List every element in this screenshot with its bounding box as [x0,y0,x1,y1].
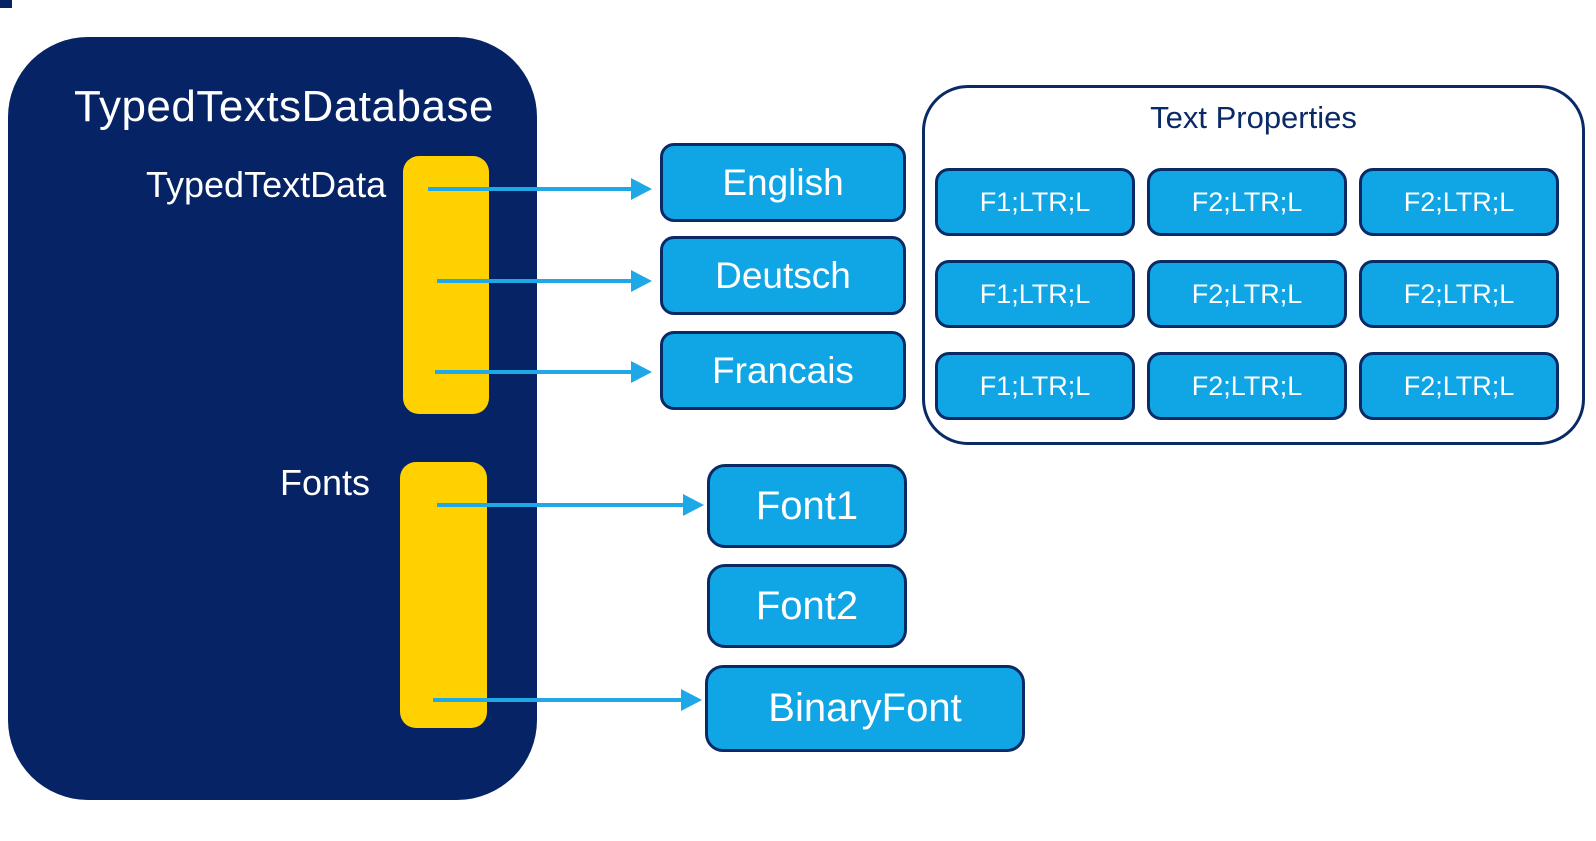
property-cell: F1;LTR;L [935,352,1135,420]
font-box-font1: Font1 [707,464,907,548]
arrow-line [437,279,631,283]
text-properties-title: Text Properties [1150,100,1357,135]
language-box-francais: Francais [660,331,906,410]
property-cell: F2;LTR;L [1359,168,1559,236]
property-cell: F2;LTR;L [1147,168,1347,236]
fonts-bar [400,462,487,728]
arrow-line [437,503,683,507]
property-cell: F2;LTR;L [1147,352,1347,420]
property-cell: F1;LTR;L [935,168,1135,236]
font-box-font2: Font2 [707,564,907,648]
arrow-line [428,187,631,191]
arrow-head-icon [631,270,652,292]
database-title: TypedTextsDatabase [74,82,494,131]
corner-artifact [0,0,12,8]
arrow-line [435,370,631,374]
property-cell: F2;LTR;L [1147,260,1347,328]
property-cell: F1;LTR;L [935,260,1135,328]
arrow-line [433,698,681,702]
arrow-head-icon [683,494,704,516]
typed-text-data-label: TypedTextData [146,164,387,205]
text-properties-panel: Text Properties F1;LTR;L F2;LTR;L F2;LTR… [922,85,1585,445]
fonts-label: Fonts [280,462,371,503]
font-box-binaryfont: BinaryFont [705,665,1025,752]
typed-texts-database-container: TypedTextsDatabase TypedTextData Fonts [8,37,537,800]
arrow-head-icon [681,689,702,711]
language-box-english: English [660,143,906,222]
arrow-head-icon [631,361,652,383]
arrow-head-icon [631,178,652,200]
language-box-deutsch: Deutsch [660,236,906,315]
typed-text-data-bar [403,156,489,414]
property-cell: F2;LTR;L [1359,260,1559,328]
property-cell: F2;LTR;L [1359,352,1559,420]
